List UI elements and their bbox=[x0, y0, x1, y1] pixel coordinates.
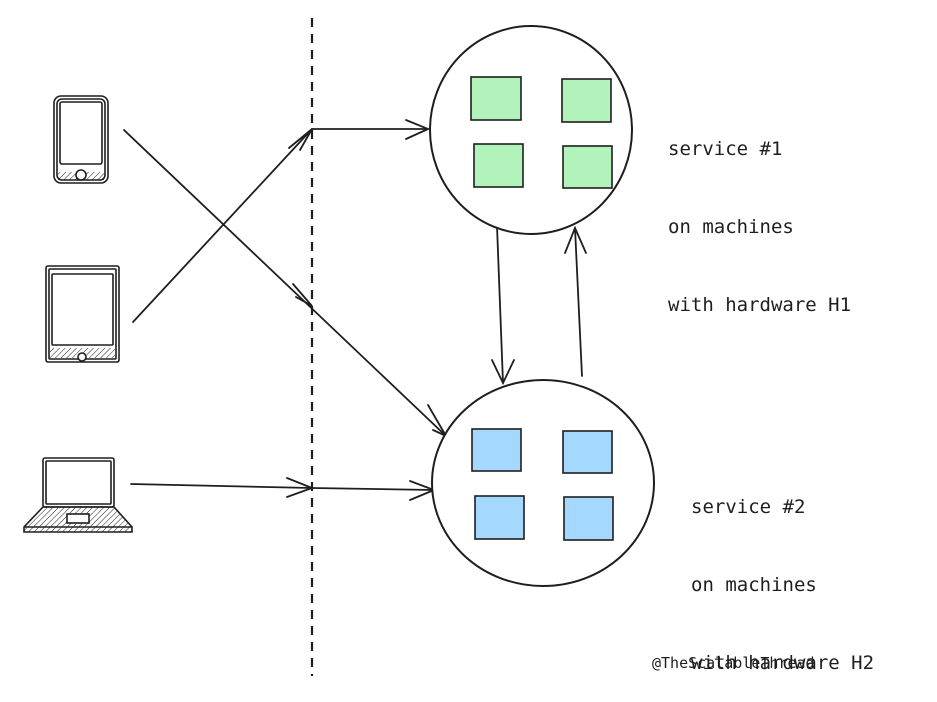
arrowhead bbox=[564, 225, 587, 254]
arrowhead bbox=[405, 119, 431, 140]
service-1-machine-box bbox=[470, 76, 522, 121]
service-1-label-line: service #1 bbox=[668, 138, 783, 160]
arrowhead bbox=[288, 128, 313, 151]
service-2-machine-box bbox=[563, 496, 614, 541]
service-1-machine-box bbox=[561, 78, 612, 123]
arrowhead bbox=[292, 283, 313, 307]
smartphone-icon bbox=[53, 95, 109, 184]
author-credit: @TheScalableThread bbox=[652, 654, 815, 672]
service-2-label: service #2 on machines with hardware H2 bbox=[691, 442, 874, 702]
service-2-label-line: on machines bbox=[691, 574, 817, 596]
tablet-icon bbox=[45, 265, 120, 363]
service-1-machine-box bbox=[562, 145, 613, 189]
arrow-tablet-to-boundary bbox=[132, 128, 313, 323]
arrow-service-2-to-service-1 bbox=[574, 227, 583, 377]
arrow-phone-to-service-2 bbox=[123, 129, 447, 437]
service-1-cluster bbox=[429, 25, 633, 235]
service-2-label-line: service #2 bbox=[691, 496, 806, 518]
laptop-icon bbox=[23, 457, 133, 533]
arrowhead bbox=[491, 359, 515, 386]
arrow-laptop-to-boundary bbox=[130, 483, 313, 489]
service-1-label-line: with hardware H1 bbox=[668, 294, 852, 316]
service-1-label: service #1 on machines with hardware H1 bbox=[668, 84, 851, 344]
service-1-machine-box bbox=[473, 143, 524, 188]
service-1-label-line: on machines bbox=[668, 216, 794, 238]
service-2-machine-box bbox=[562, 430, 613, 474]
service-2-label-line: with hardware H2 bbox=[691, 652, 875, 674]
arrow-service-1-to-service-2 bbox=[496, 225, 504, 384]
service-2-machine-box bbox=[474, 495, 525, 540]
arrow-boundary-to-service-2 bbox=[311, 487, 435, 491]
request-arrows bbox=[123, 119, 587, 501]
service-2-cluster bbox=[431, 379, 655, 587]
service-2-machine-box bbox=[471, 428, 522, 472]
service-1-circle bbox=[429, 25, 633, 235]
service-2-circle bbox=[431, 379, 655, 587]
